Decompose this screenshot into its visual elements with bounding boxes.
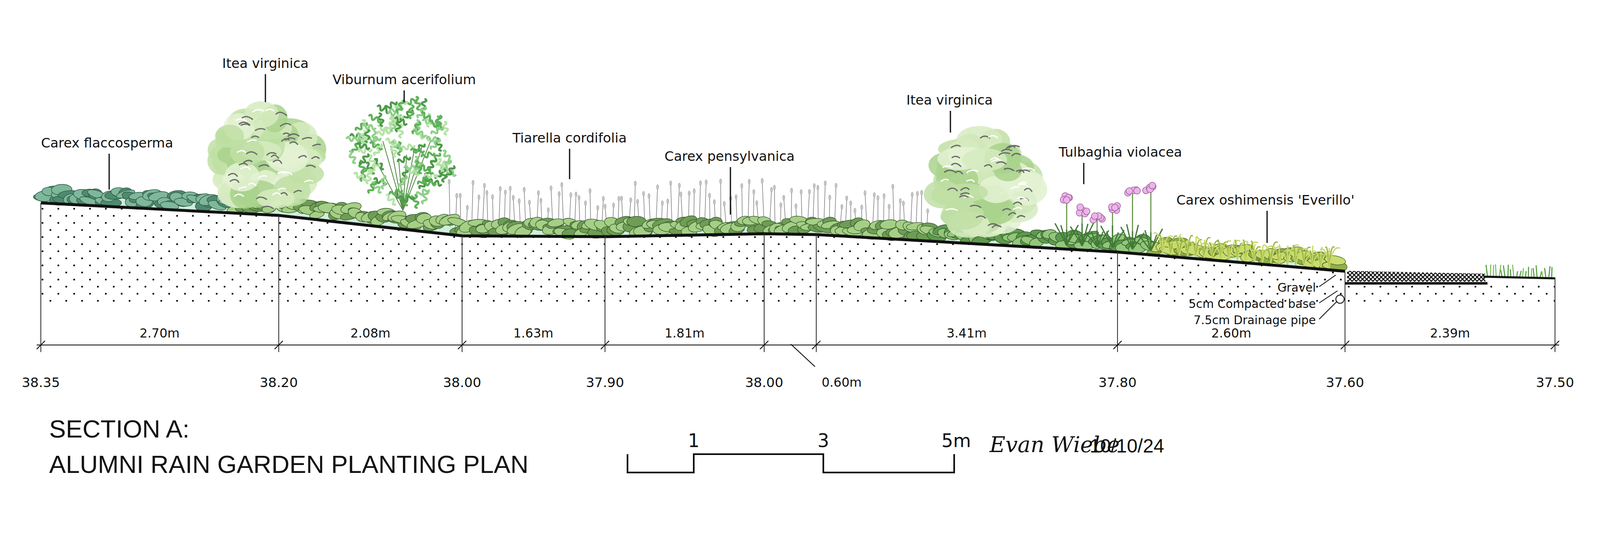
layer-label: Gravel	[1277, 281, 1316, 295]
date-label: 10/10/24	[1089, 435, 1165, 458]
plant-label: Carex flaccosperma	[40, 135, 173, 151]
dimension-label: 3.41m	[946, 326, 987, 341]
plant-label: Carex pensylvanica	[664, 148, 795, 165]
planting-illustration	[32, 96, 1553, 278]
ground-line	[40, 202, 1345, 272]
dimension-label: 2.08m	[350, 326, 391, 341]
plan-title: ALUMNI RAIN GARDEN PLANTING PLAN	[49, 450, 529, 479]
scale-number: 1	[687, 430, 700, 452]
dimension-line	[36, 340, 1560, 367]
plant-label: Tulbaghia violacea	[1058, 144, 1183, 160]
plant-label: Viburnum acerifolium	[332, 72, 476, 88]
dimension-label: 2.60m	[1211, 326, 1252, 341]
dimension-label: 1.63m	[513, 326, 554, 341]
elevation-label: 38.00	[745, 375, 784, 391]
dimension-label: 2.70m	[139, 326, 180, 341]
plant-label: Carex oshimensis 'Everillo'	[1176, 192, 1355, 208]
section-title: SECTION A:	[49, 414, 190, 444]
plant-label: Itea virginica	[906, 92, 993, 108]
dimension-label: 1.81m	[664, 326, 705, 341]
dimension-label: 0.60m	[821, 375, 862, 390]
elevation-label: 37.60	[1325, 375, 1365, 391]
elevation-label: 38.35	[21, 375, 60, 391]
layer-label: 5cm Compacted base	[1188, 297, 1316, 311]
elevation-label: 37.80	[1098, 375, 1137, 391]
plant-label: Itea virginica	[222, 55, 309, 72]
elevation-label: 37.50	[1535, 375, 1575, 391]
gravel-layer	[1335, 270, 1555, 304]
soil-fill	[40, 202, 1555, 307]
plant-label: Tiarella cordifolia	[512, 130, 627, 146]
elevation-label: 37.90	[585, 375, 625, 391]
scale-number: 5m	[941, 430, 972, 452]
viburnum-shrub	[346, 96, 458, 211]
layer-label: 7.5cm Drainage pipe	[1193, 313, 1316, 328]
itea-shrub	[923, 125, 1048, 238]
tulbaghia-plants	[1055, 182, 1163, 251]
elevation-label: 38.20	[259, 375, 298, 391]
section-dividers	[40, 202, 1555, 353]
leader-lines	[109, 74, 1338, 320]
dimension-label: 2.39m	[1430, 326, 1470, 341]
scale-number: 3	[817, 430, 830, 452]
scale-bar	[627, 454, 955, 473]
itea-shrub	[207, 101, 327, 209]
elevation-label: 38.00	[442, 375, 482, 391]
